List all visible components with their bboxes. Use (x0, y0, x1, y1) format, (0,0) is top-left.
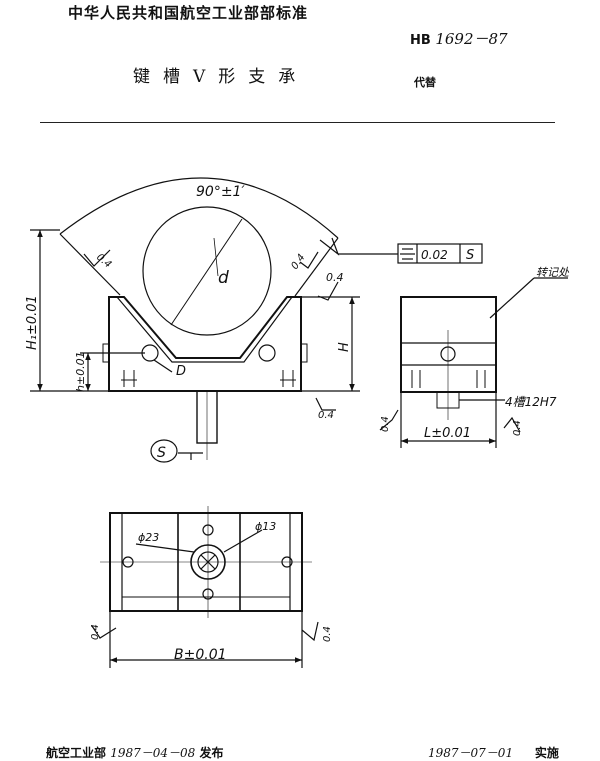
phi13-label: ϕ13 (255, 520, 276, 533)
standard-number-value: 1692－87 (435, 30, 508, 48)
hole-D-label: D (176, 364, 186, 379)
standard-prefix: HB (410, 33, 431, 48)
issuer: 航空工业部 (46, 746, 107, 760)
roughness-base-front: 0.4 (318, 410, 334, 421)
slot-note: 4槽12H7 (505, 395, 557, 409)
document-title: 键槽V形支承 (133, 67, 309, 87)
diameter-d-label: d (218, 268, 229, 288)
supersedes-label: 代替 (414, 76, 436, 89)
header-rule (40, 122, 555, 123)
length-L-label: L±0.01 (424, 426, 471, 441)
symmetry-datum-letter: S (466, 248, 474, 263)
surface-note: 转记处 (536, 266, 570, 279)
height-h-label: h±0.01 (74, 351, 87, 392)
roughness-top: 0.4 (326, 271, 344, 284)
symmetry-frame (397, 243, 483, 264)
top-view (91, 506, 319, 668)
effective-date: 1987－07－01 (428, 746, 514, 760)
effective-word: 实施 (534, 746, 559, 760)
height-H-label: H (337, 342, 352, 352)
roughness-top-left: 0.4 (90, 624, 101, 640)
issue-date: 1987－04－08 (110, 746, 196, 760)
phi23-label: ϕ23 (138, 531, 159, 544)
roughness-top-right: 0.4 (322, 626, 333, 642)
height-H1-label: H₁±0.01 (25, 295, 40, 350)
issue-word: 发布 (199, 746, 224, 760)
footer-effective: 1987－07－01 实施 (428, 744, 559, 761)
roughness-angle-right: 0.4 (289, 252, 307, 271)
roughness-side-right: 0.4 (512, 420, 523, 436)
issuing-organization: 中华人民共和国航空工业部部标准 (68, 4, 309, 22)
datum-S-symbol: S (157, 445, 166, 461)
roughness-side-left: 0.4 (380, 416, 391, 432)
footer-issue: 航空工业部 1987－04－08 发布 (46, 744, 224, 761)
width-B-label: B±0.01 (174, 647, 227, 663)
front-view (30, 177, 398, 463)
roughness-angle-left: 0.4 (94, 252, 113, 271)
side-view (379, 277, 568, 448)
angle-label: 90°±1′ (196, 184, 245, 200)
symmetry-tolerance-value: 0.02 (421, 248, 448, 262)
standard-number: HB 1692－87 (410, 28, 508, 49)
